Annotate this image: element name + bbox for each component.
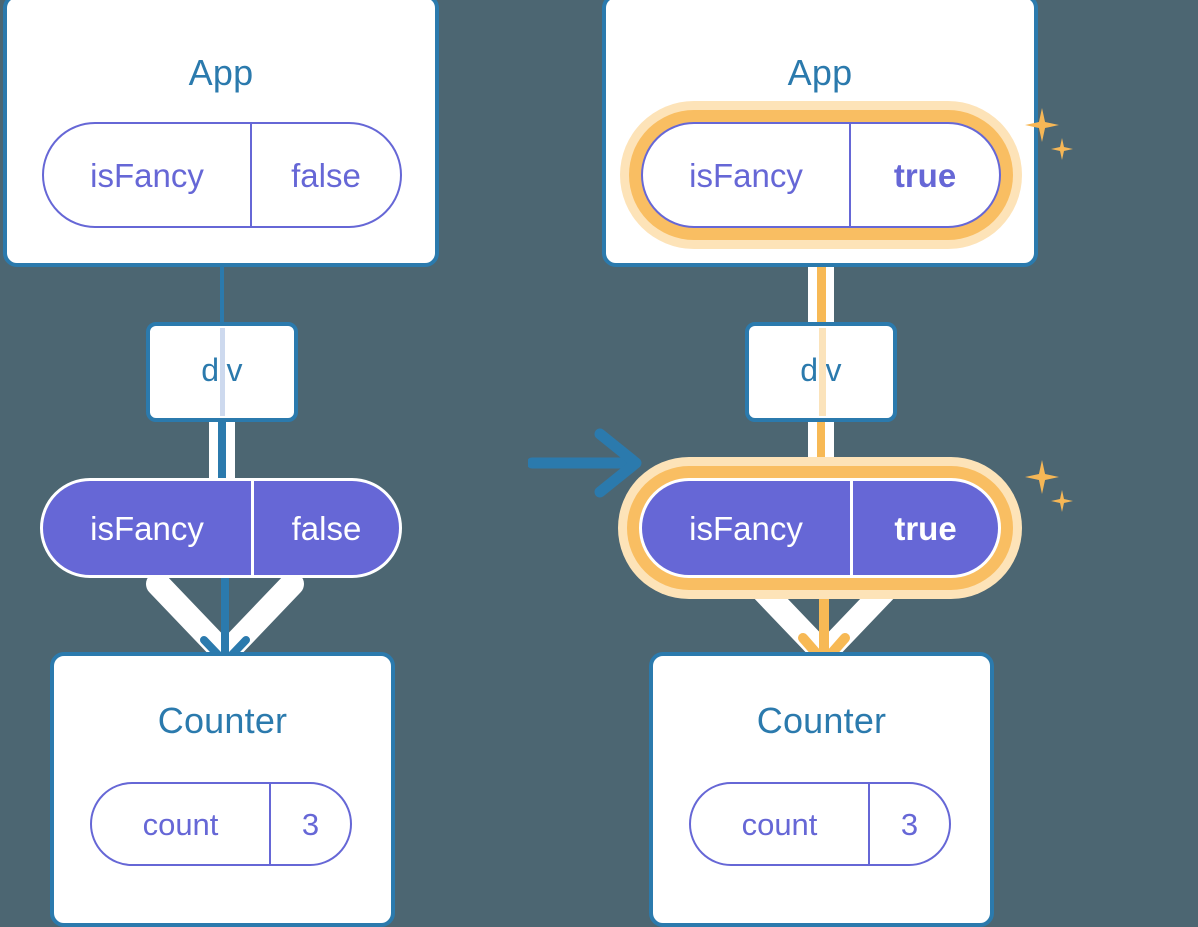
state-pill-counter-count: count 3 (90, 782, 352, 866)
prop-key: isFancy (90, 509, 204, 547)
wire-through-div (819, 328, 826, 416)
state-key: count (741, 806, 818, 842)
sparkle-group-prop (1017, 452, 1087, 522)
state-key: isFancy (90, 156, 204, 194)
state-key: isFancy (689, 156, 803, 194)
state-key: count (142, 806, 219, 842)
wire-app-to-div (220, 264, 224, 326)
prop-pill-isfancy: isFancy true (639, 478, 1001, 578)
prop-value: false (251, 481, 399, 575)
state-pill-app-isfancy: isFancy false (42, 122, 402, 228)
prop-flow-arrow-blue (146, 572, 304, 666)
wire-core-div-to-prop (817, 414, 825, 488)
sparkle-small-icon (1051, 138, 1073, 160)
panel-before: App isFancy false div isFancy false Coun… (0, 0, 599, 927)
prop-value: true (850, 481, 998, 575)
transition-arrow-right-icon (528, 428, 642, 498)
state-value: true (849, 124, 999, 226)
state-pill-counter-count: count 3 (689, 782, 951, 866)
sparkle-small-icon (1051, 490, 1073, 512)
state-value: 3 (269, 784, 350, 864)
state-pill-app-isfancy: isFancy true (641, 122, 1001, 228)
wire-through-div (220, 328, 225, 416)
prop-pill-isfancy: isFancy false (40, 478, 402, 578)
state-value: false (250, 124, 400, 226)
state-value: 3 (868, 784, 949, 864)
wire-core-app-to-div (817, 228, 826, 328)
sparkle-big-icon (1025, 460, 1059, 494)
wire-core-div-to-prop (218, 414, 226, 488)
prop-key: isFancy (689, 509, 803, 547)
panel-after: App isFancy true div isFancy true (599, 0, 1198, 927)
